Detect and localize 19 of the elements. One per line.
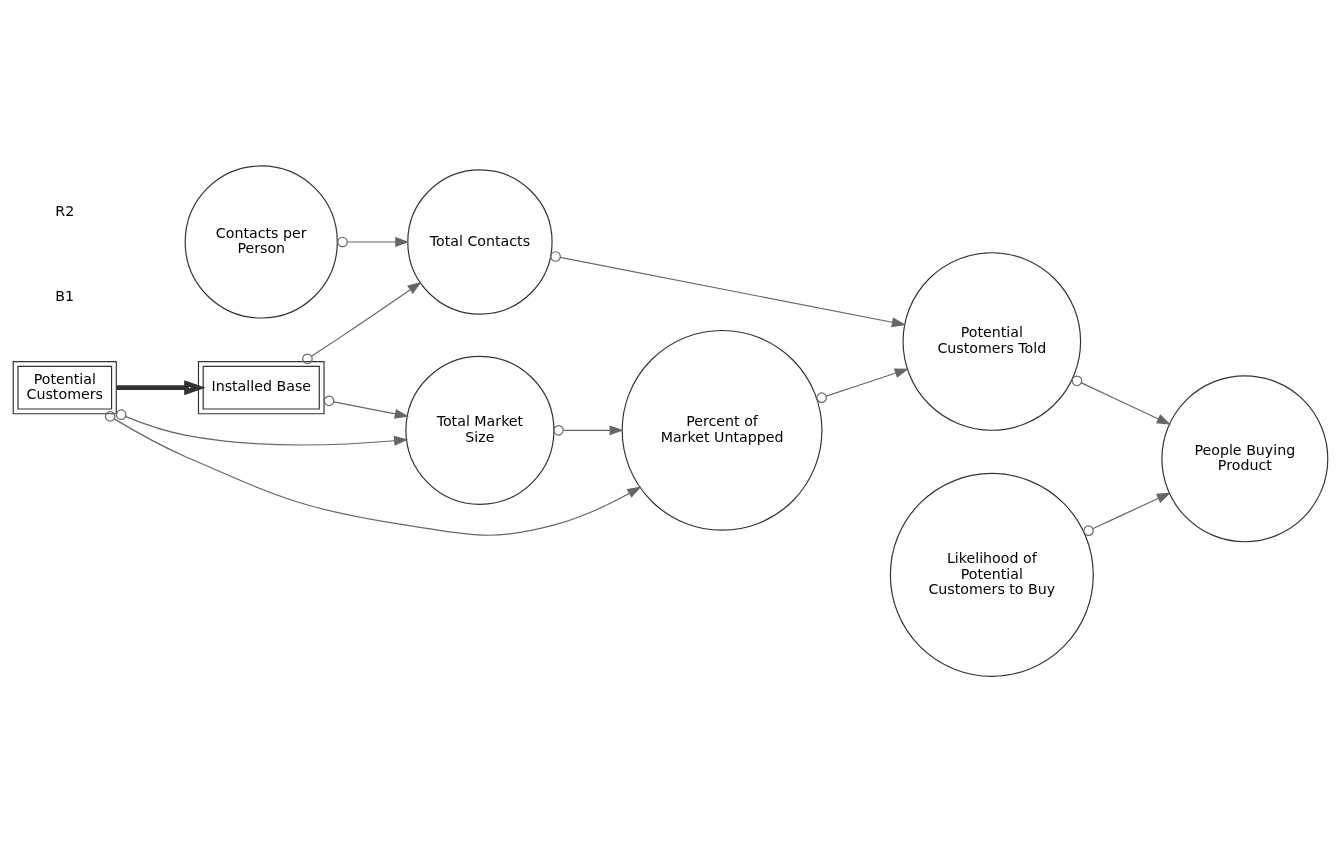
node-circle: Total Market Size [405,355,555,505]
arrow [816,367,909,403]
arrow [104,410,642,536]
arrow [550,250,907,327]
arrow [323,395,409,419]
label: R2 [55,202,75,219]
arrow [1083,491,1171,536]
node-box: Potential Customers [12,360,117,414]
arrow [337,236,410,247]
node-circle: Percent of Market Untapped [621,329,823,531]
arrow [302,281,422,364]
node-circle: People Buying Product [1161,374,1329,542]
arrow [115,408,409,446]
node-box: Installed Base [197,360,325,414]
arrow [116,379,206,395]
label: B1 [55,287,75,304]
arrow [1071,374,1171,425]
node-circle: Contacts per Person [184,164,338,319]
arrow [553,424,624,436]
